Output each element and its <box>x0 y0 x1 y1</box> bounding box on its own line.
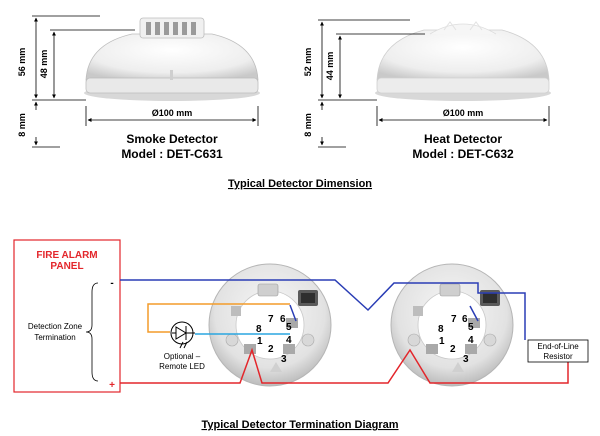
base1-terminal-5: 5 <box>286 322 292 333</box>
eol-resistor-box <box>527 339 589 363</box>
base1-internal-blue <box>289 304 297 322</box>
fire-alarm-panel-box <box>13 239 121 393</box>
base2-terminal-1: 1 <box>439 336 445 347</box>
led-orange-wire <box>147 303 290 333</box>
base2-terminal-7: 7 <box>451 314 457 325</box>
eol-label-line1: End-of-Line <box>537 342 579 351</box>
base1-terminal-1: 1 <box>257 336 263 347</box>
smoke-base-height: 8 mm <box>17 113 27 137</box>
heat-height-total: 52 mm <box>303 48 313 77</box>
smoke-detector-figure <box>84 17 260 101</box>
led-icon <box>170 321 195 349</box>
base2-terminal-2: 2 <box>450 344 456 355</box>
plus-terminal-label: + <box>109 380 115 391</box>
base2-internal-blue <box>469 305 479 322</box>
heat-base-height: 8 mm <box>303 113 313 137</box>
base1-terminal-3: 3 <box>281 354 287 365</box>
zone-label-line2: Termination <box>34 333 75 342</box>
detector-base-2 <box>390 263 514 387</box>
heat-height-body: 44 mm <box>325 52 335 81</box>
wiring <box>120 279 569 384</box>
termination-title: Typical Detector Termination Diagram <box>201 419 398 431</box>
smoke-dimension-lines <box>32 15 259 148</box>
base1-terminal-7: 7 <box>268 314 274 325</box>
led-label-line1: Optional – <box>164 352 201 361</box>
zone-bracket <box>85 282 99 382</box>
base2-terminal-3: 3 <box>463 354 469 365</box>
base1-terminal-8: 8 <box>256 324 262 335</box>
heat-detector-figure <box>375 21 551 101</box>
negative-wire <box>120 279 526 340</box>
smoke-diameter: Ø100 mm <box>152 108 193 118</box>
heat-detector-model: Model : DET-C632 <box>412 147 514 161</box>
heat-diameter: Ø100 mm <box>443 108 484 118</box>
minus-terminal-label: - <box>110 278 113 289</box>
heat-detector-name: Heat Detector <box>424 132 502 146</box>
positive-wire <box>120 347 569 384</box>
panel-label-line2: PANEL <box>50 261 83 272</box>
base1-terminal-4: 4 <box>286 335 292 346</box>
led-label-line2: Remote LED <box>159 362 205 371</box>
smoke-detector-model: Model : DET-C631 <box>121 147 223 161</box>
base1-terminal-2: 2 <box>268 344 274 355</box>
detector-base-1 <box>208 263 332 387</box>
dimension-title: Typical Detector Dimension <box>228 178 372 190</box>
smoke-height-body: 48 mm <box>39 50 49 79</box>
base2-terminal-5: 5 <box>468 322 474 333</box>
heat-dimension-lines <box>318 19 550 148</box>
base2-terminal-6: 6 <box>462 314 468 325</box>
base2-terminal-8: 8 <box>438 324 444 335</box>
panel-label-line1: FIRE ALARM <box>36 250 97 261</box>
base2-terminal-4: 4 <box>468 335 474 346</box>
smoke-detector-name: Smoke Detector <box>126 132 218 146</box>
eol-label-line2: Resistor <box>543 352 573 361</box>
base1-terminal-6: 6 <box>280 314 286 325</box>
smoke-height-total: 56 mm <box>17 48 27 77</box>
zone-label-line1: Detection Zone <box>28 322 83 331</box>
